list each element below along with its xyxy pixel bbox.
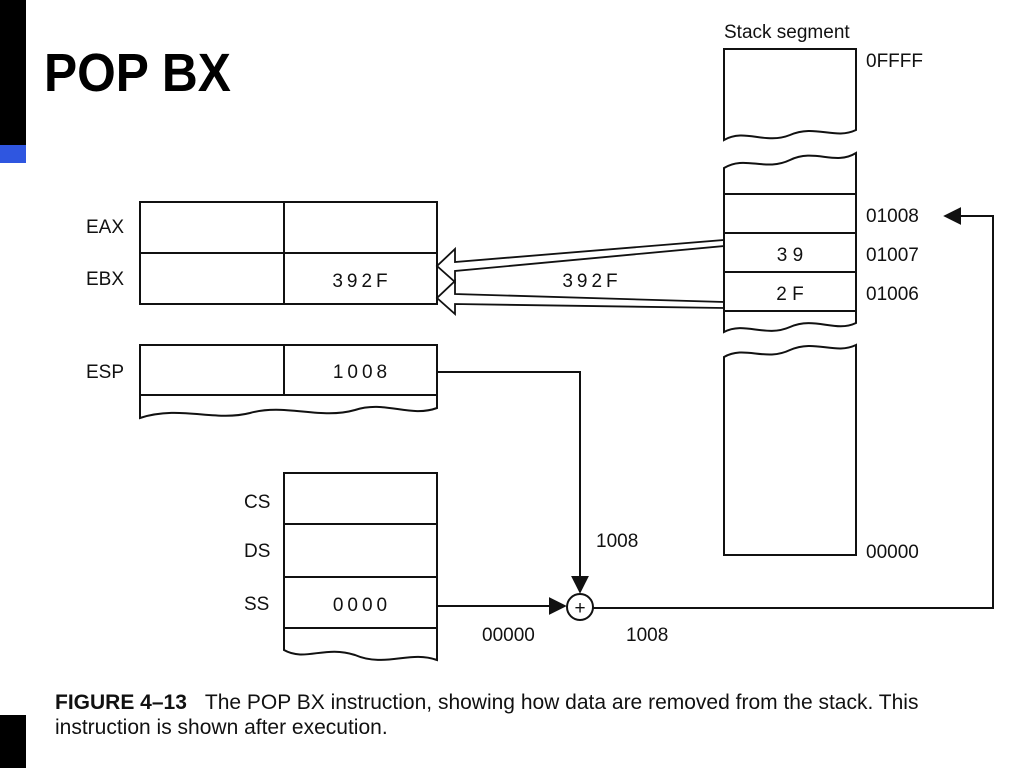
stack-cell-01007: 3 9 [777,245,803,266]
adder-plus-sign: + [574,598,585,619]
stack-middle-piece [723,151,857,334]
cs-label: CS [244,492,270,513]
left-blue-accent-bar [0,145,26,163]
figure-caption-text: The POP BX instruction, showing how data… [55,691,919,739]
ss-label: SS [244,594,269,615]
address-01007: 01007 [866,245,919,266]
esp-to-adder-value: 1008 [596,531,638,552]
ss-to-adder-value: 00000 [482,625,535,646]
left-black-bar-top [0,0,26,145]
pop-bx-diagram: + EAX EBX ESP 392F 1008 CS DS SS 0000 St… [86,22,994,662]
ss-value: 0000 [333,595,391,616]
address-00000: 00000 [866,542,919,563]
esp-label: ESP [86,362,124,383]
esp-value: 1008 [333,362,391,383]
popped-value-label: 392F [562,271,621,292]
ebx-label: EBX [86,269,124,290]
address-01006: 01006 [866,284,919,305]
ds-label: DS [244,541,270,562]
eax-label: EAX [86,217,124,238]
stack-bottom-piece [723,343,857,556]
adder-to-stack-line [593,207,994,609]
stack-to-ebx-low-arrow [435,278,725,317]
esp-to-adder-line [437,371,589,594]
adder-output-value: 1008 [626,625,668,646]
stack-segment-title: Stack segment [724,22,850,43]
segment-register-box [283,472,438,662]
slide-title: POP BX [44,43,231,103]
address-01008: 01008 [866,206,919,227]
stack-to-ebx-high-arrow [435,239,725,285]
figure-label: FIGURE 4–13 [55,691,187,714]
stack-top-piece [723,48,857,142]
esp-register-box [139,344,438,420]
left-black-bar-bottom [0,715,26,768]
stack-cell-01006: 2 F [776,284,803,305]
address-0ffff: 0FFFF [866,51,923,72]
ebx-value: 392F [332,271,391,292]
